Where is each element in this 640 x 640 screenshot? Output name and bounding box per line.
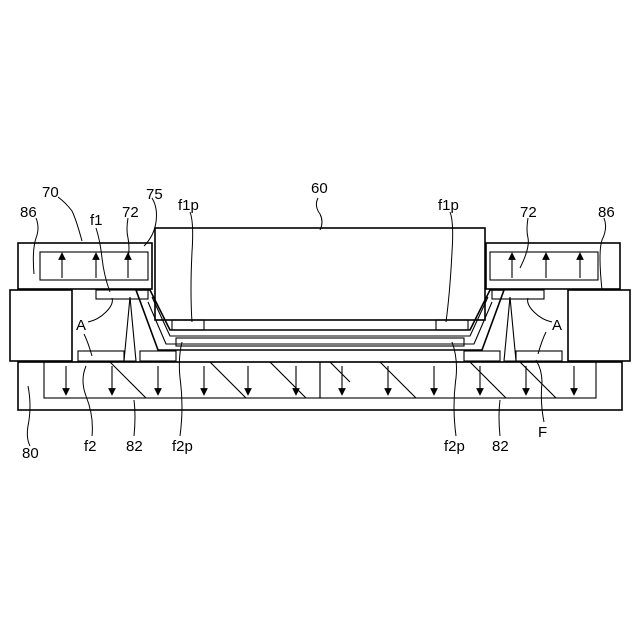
leader-lines	[27, 197, 605, 446]
label-film-layer: 75	[146, 186, 163, 203]
label-upper-cavity-left: 72	[122, 204, 139, 221]
label-film-F: F	[538, 424, 547, 441]
label-film-f1p-left: f1p	[178, 197, 199, 214]
side-block-left	[10, 290, 72, 361]
upper-arrows	[62, 256, 580, 278]
upper-mold-left	[18, 243, 152, 289]
film-f1p-pad-right	[436, 320, 468, 330]
label-lower-mold: 80	[22, 445, 39, 462]
label-film-f1p-right: f1p	[438, 197, 459, 214]
reference-labels: 60 70 86 86 72 72 75 f1 f1p f1p A A 80 f…	[20, 180, 615, 462]
label-upper-mold-plate-right: 86	[598, 204, 615, 221]
chip-body	[155, 228, 485, 320]
label-film-f2: f2	[84, 438, 97, 455]
label-chip: 60	[311, 180, 328, 197]
film-f2-strip-left	[78, 351, 176, 361]
wedge-post-left	[124, 297, 136, 361]
lower-mold	[18, 362, 622, 410]
label-lower-cavity-left: 82	[126, 438, 143, 455]
label-gap-a-right: A	[552, 317, 562, 334]
label-upper-mold-plate: 86	[20, 204, 37, 221]
label-upper-mold: 70	[42, 184, 59, 201]
label-upper-cavity-right: 72	[520, 204, 537, 221]
label-lower-cavity-right: 82	[492, 438, 509, 455]
film-f1-strip-right	[492, 290, 544, 299]
label-gap-a-left: A	[76, 317, 86, 334]
side-block-right	[568, 290, 630, 361]
film-f1-strip-left	[96, 290, 148, 299]
wedge-post-right	[504, 297, 516, 361]
label-film-f2p-left: f2p	[172, 438, 193, 455]
label-film-f2p-right: f2p	[444, 438, 465, 455]
label-film-f1: f1	[90, 212, 103, 229]
film-f2-strip-right	[464, 351, 562, 361]
film-f1p-pad-left	[172, 320, 204, 330]
